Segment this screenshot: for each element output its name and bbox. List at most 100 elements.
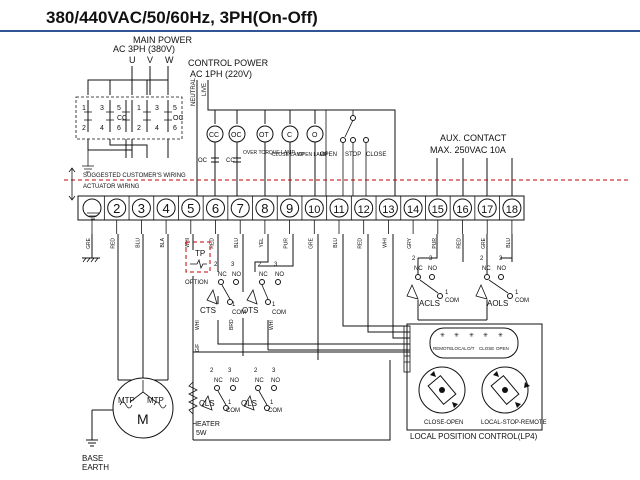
wire-color-label: RED bbox=[210, 238, 216, 249]
phase-u: U bbox=[129, 55, 136, 65]
control-power-label: CONTROL POWER bbox=[188, 58, 269, 68]
neutral-label: NEUTRAL bbox=[191, 77, 197, 106]
svg-text:2: 2 bbox=[258, 262, 262, 268]
svg-text:2: 2 bbox=[412, 256, 416, 262]
switch-open: OPEN bbox=[320, 152, 337, 158]
oc-pole-1: 1 bbox=[137, 105, 141, 112]
terminal-8 bbox=[255, 198, 275, 218]
phase-leads bbox=[131, 66, 169, 80]
switch-acls: 2 NC 3 NO ACLS 1 COM bbox=[406, 256, 459, 308]
wire-tag-whi-1: WHI bbox=[195, 320, 201, 330]
svg-text:1: 1 bbox=[272, 302, 276, 308]
contactor-outputs bbox=[87, 139, 169, 158]
wire-color-label: WHI bbox=[382, 238, 388, 248]
svg-text:COM: COM bbox=[268, 408, 282, 414]
indicator-ot: O/T bbox=[467, 346, 475, 351]
svg-text:NO: NO bbox=[497, 266, 506, 272]
cc-pole-3: 3 bbox=[100, 105, 104, 112]
local-position-control: ✳ ✳ ✳ ✳ ✳ REMOTE LOCAL O/T CLOSE OPEN CL… bbox=[403, 323, 547, 441]
terminal-number: 14 bbox=[407, 204, 419, 216]
terminal-11 bbox=[329, 198, 349, 218]
wire-color-label: YEL bbox=[259, 238, 265, 248]
terminal-number: 9 bbox=[286, 201, 293, 216]
indicator-open: OPEN bbox=[496, 346, 509, 351]
control-power-spec: AC 1PH (220V) bbox=[190, 69, 252, 79]
wire-color-label: BLU bbox=[506, 238, 512, 248]
phase-bus bbox=[87, 79, 169, 95]
svg-text:OTS: OTS bbox=[242, 306, 258, 315]
svg-text:CLS: CLS bbox=[199, 399, 215, 408]
svg-text:COM: COM bbox=[445, 298, 459, 304]
terminal-number: 7 bbox=[237, 201, 244, 216]
svg-text:NC: NC bbox=[255, 378, 264, 384]
terminal-number: 6 bbox=[212, 201, 219, 216]
terminal-12 bbox=[354, 198, 374, 218]
svg-text:ACLS: ACLS bbox=[419, 299, 440, 308]
terminal-number: 12 bbox=[358, 204, 370, 216]
main-power-spec: AC 3PH (380V) bbox=[113, 44, 175, 54]
svg-text:OPEN LAMP: OPEN LAMP bbox=[298, 152, 328, 158]
lpc-indicator-lights: ✳ ✳ ✳ ✳ ✳ REMOTE LOCAL O/T CLOSE OPEN bbox=[433, 332, 509, 351]
svg-text:NO: NO bbox=[275, 272, 284, 278]
wire-color-label: GRE bbox=[308, 237, 314, 249]
switch-ots: 2 NC 3 NO OTS 1 COM bbox=[242, 262, 286, 316]
svg-text:COM: COM bbox=[232, 310, 246, 316]
svg-text:OT: OT bbox=[259, 132, 269, 139]
svg-text:NC: NC bbox=[218, 272, 227, 278]
terminal-number: 18 bbox=[506, 204, 518, 216]
svg-text:NO: NO bbox=[428, 266, 437, 272]
phase-w: W bbox=[165, 55, 174, 65]
knob-local-stop-remote[interactable] bbox=[481, 366, 530, 414]
wire-tag-whi-2: WHI bbox=[269, 320, 275, 330]
indicator-local-icon: ✳ bbox=[454, 332, 459, 339]
switch-cls: 2 NC 3 NO CLS 1 COM bbox=[199, 368, 240, 414]
indicator-close-icon: ✳ bbox=[483, 332, 488, 339]
terminal-number: 13 bbox=[382, 204, 394, 216]
svg-text:OLS: OLS bbox=[241, 399, 257, 408]
svg-text:3: 3 bbox=[228, 368, 232, 374]
terminal-number: 10 bbox=[308, 204, 320, 216]
wire-color-label: RED bbox=[457, 238, 463, 249]
svg-text:CC: CC bbox=[226, 158, 235, 164]
earth-top bbox=[82, 150, 94, 173]
wire-color-label: BLU bbox=[234, 238, 240, 248]
lamp-cc: CC OC bbox=[198, 125, 224, 196]
actuator-wiring-note: ACTUATOR WIRING bbox=[83, 184, 140, 190]
terminal-number: 8 bbox=[261, 201, 268, 216]
wire-color-label: RED bbox=[111, 238, 117, 249]
knob-close-open[interactable] bbox=[418, 366, 466, 414]
terminal-earth-icon bbox=[87, 212, 99, 220]
svg-text:NC: NC bbox=[482, 266, 491, 272]
indicator-local: LOCAL bbox=[452, 346, 467, 351]
cc-tag: CC bbox=[117, 115, 127, 122]
selector-switch: OPEN STOP CLOSE bbox=[320, 110, 386, 196]
option-label: OPTION bbox=[185, 280, 208, 286]
svg-text:C: C bbox=[287, 132, 292, 139]
wire-color-label: GRY bbox=[407, 237, 413, 248]
wire-tag-brd: BRD bbox=[229, 319, 235, 330]
svg-text:2: 2 bbox=[214, 262, 218, 268]
terminal-4 bbox=[156, 198, 176, 218]
lamp-feeds bbox=[214, 110, 316, 124]
oc-pole-3: 3 bbox=[155, 105, 159, 112]
indicator-remote: REMOTE bbox=[433, 346, 452, 351]
svg-text:1: 1 bbox=[228, 400, 232, 406]
terminal-6 bbox=[206, 198, 225, 218]
svg-text:1: 1 bbox=[270, 400, 274, 406]
motor: MTP MTP M bbox=[112, 377, 174, 439]
switch-close: CLOSE bbox=[366, 152, 386, 158]
motor-phase-leads bbox=[117, 234, 169, 380]
terminal-1 bbox=[82, 198, 102, 218]
svg-text:3: 3 bbox=[231, 262, 235, 268]
wire-color-label: BLU bbox=[333, 238, 339, 248]
aux-wiring bbox=[417, 234, 513, 275]
svg-text:COM: COM bbox=[272, 310, 286, 316]
phase-v: V bbox=[147, 55, 153, 65]
svg-text:NC: NC bbox=[259, 272, 268, 278]
svg-text:5W: 5W bbox=[196, 430, 207, 437]
terminal-17 bbox=[477, 198, 497, 218]
lamp-over-torque: OT OVER TORQUE LAMP bbox=[243, 125, 295, 196]
svg-text:OC: OC bbox=[231, 132, 242, 139]
svg-text:NC: NC bbox=[414, 266, 423, 272]
motor-symbol: M bbox=[137, 411, 149, 427]
